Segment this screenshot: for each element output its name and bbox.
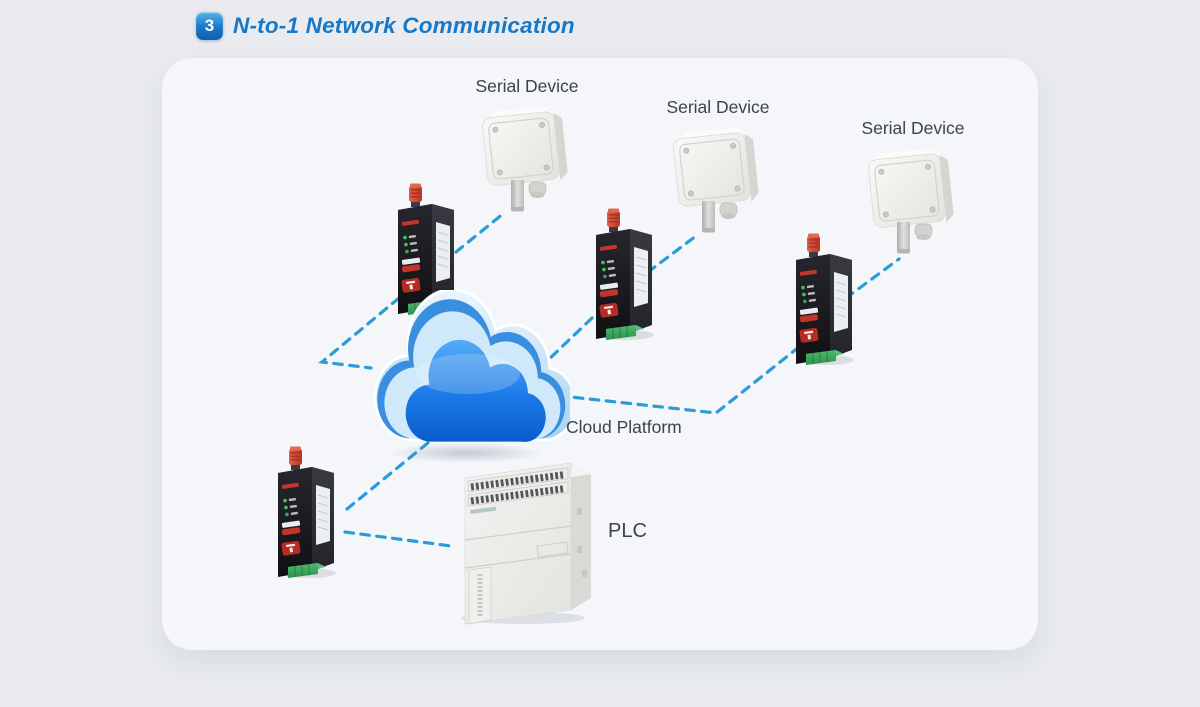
serial-device-1: Serial Device [462, 76, 592, 227]
cloud-icon [368, 290, 570, 465]
junction-box-icon [477, 104, 577, 222]
junction-box-icon [863, 146, 963, 264]
header: 3 N-to-1 Network Communication [196, 12, 575, 40]
serial-device-2-label: Serial Device [666, 97, 770, 117]
plc-icon [452, 450, 604, 627]
serial-device-1-label: Serial Device [475, 76, 579, 96]
page-title: N-to-1 Network Communication [233, 13, 575, 38]
serial-gateway-4 gateway-icon [270, 443, 342, 579]
serial-gateway-2 gateway-icon [588, 205, 660, 341]
junction-box-icon [668, 125, 768, 243]
serial-device-3-label: Serial Device [861, 118, 965, 138]
serial-device-3: Serial Device [848, 118, 978, 269]
step-number-badge: 3 [196, 12, 223, 40]
serial-gateway-3 gateway-icon [788, 230, 860, 366]
cloud-platform-label: Cloud Platform [566, 417, 682, 437]
serial-device-2: Serial Device [653, 97, 783, 248]
plc-label: PLC [608, 520, 647, 542]
